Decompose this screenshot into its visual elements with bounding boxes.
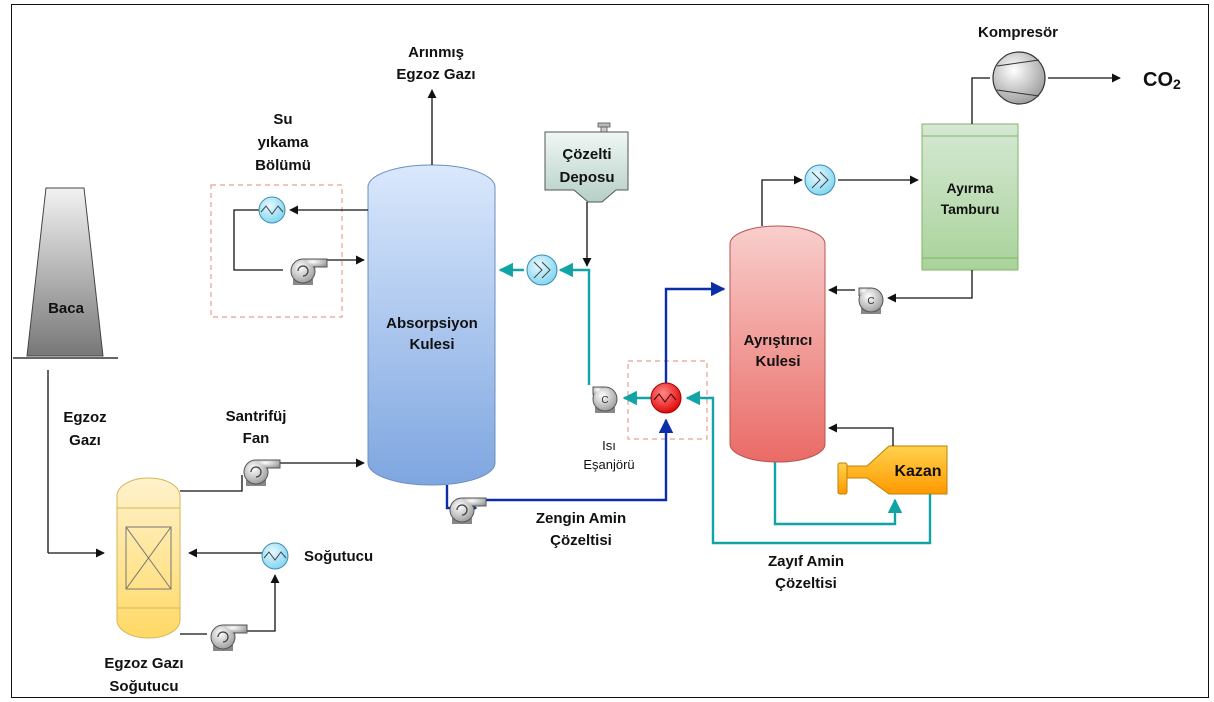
cooler-pump-icon	[210, 624, 248, 651]
exhaust-gas-label-1: Egzoz	[63, 409, 106, 426]
lean-amine-cooler-icon	[526, 254, 558, 286]
water-wash-label-3: Bölümü	[255, 157, 311, 174]
drum-label-1: Ayırma	[947, 180, 994, 196]
stripper-label-1: Ayrıştırıcı	[744, 332, 813, 349]
co2-subscript: 2	[1173, 76, 1181, 92]
water-wash-label-1: Su	[273, 111, 292, 128]
svg-text:C: C	[601, 395, 608, 406]
condenser-icon	[804, 164, 836, 196]
lean-amine-pump-icon: C	[592, 386, 618, 413]
purified-exhaust-label-1: Arınmış	[408, 44, 464, 61]
gas-lines	[47, 73, 1121, 635]
exhaust-gas-cooler	[116, 477, 181, 639]
fan-label-2: Fan	[243, 430, 270, 447]
lean-amine-lines	[498, 262, 932, 545]
reflux-pump-icon: C	[858, 287, 884, 314]
water-wash-cooler-icon	[258, 196, 286, 224]
heat-exchanger-label-1: Isı	[602, 438, 616, 453]
drum-label-2: Tamburu	[941, 201, 1000, 217]
tank-label-2: Deposu	[559, 169, 614, 186]
rich-amine-label-1: Zengin Amin	[536, 510, 626, 527]
diagram-frame	[11, 4, 1209, 698]
fan-label-1: Santrifüj	[226, 408, 287, 425]
water-wash-section-box	[210, 184, 343, 318]
water-wash-label-2: yıkama	[258, 134, 310, 151]
tank-label-1: Çözelti	[562, 146, 611, 163]
water-wash-pump-icon	[290, 258, 328, 285]
absorption-column: Absorpsiyon Kulesi	[367, 164, 496, 486]
heat-exchanger-label-2: Eşanjörü	[583, 457, 634, 472]
stripper-label-2: Kulesi	[755, 353, 800, 370]
separator-drum: Ayırma Tamburu	[921, 123, 1019, 271]
exhaust-cooler-label-1: Egzoz Gazı	[104, 655, 183, 672]
boiler-label: Kazan	[894, 463, 941, 480]
solution-tank: Çözelti Deposu	[544, 122, 629, 203]
exhaust-gas-label-2: Gazı	[69, 432, 101, 449]
stripper-column: Ayrıştırıcı Kulesi	[729, 225, 826, 463]
absorber-label-2: Kulesi	[409, 336, 454, 353]
stack: Baca	[13, 187, 118, 359]
heat-exchanger-icon	[650, 382, 682, 414]
svg-text:C: C	[867, 296, 874, 307]
cooler-label: Soğutucu	[304, 548, 373, 565]
boiler: Kazan	[837, 445, 948, 495]
rich-amine-pump-icon	[449, 497, 487, 524]
co2-label: CO2	[1143, 69, 1181, 92]
lean-amine-label-1: Zayıf Amin	[768, 553, 844, 570]
absorber-label-1: Absorpsiyon	[386, 315, 478, 332]
fan-pump-icon	[243, 459, 281, 486]
compressor-label: Kompresör	[978, 24, 1058, 41]
compressor-icon	[992, 51, 1046, 105]
cooler-icon	[261, 542, 289, 570]
lean-amine-label-2: Çözeltisi	[775, 575, 837, 592]
exhaust-cooler-label-2: Soğutucu	[109, 678, 178, 695]
co2-main: CO	[1143, 69, 1173, 91]
rich-amine-label-2: Çözeltisi	[550, 532, 612, 549]
purified-exhaust-label-2: Egzoz Gazı	[396, 66, 475, 83]
stack-label: Baca	[48, 300, 85, 317]
